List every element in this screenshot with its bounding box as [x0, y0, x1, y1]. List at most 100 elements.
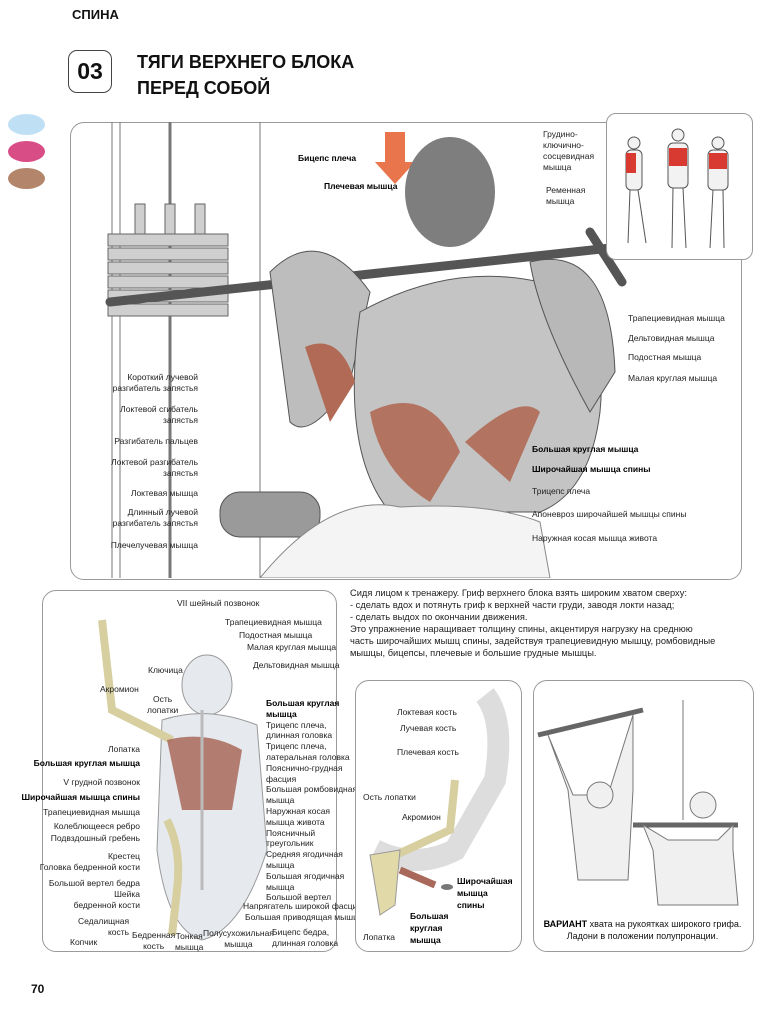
arm-label-scapula: Лопатка: [363, 932, 395, 942]
muscle-map-figures: [625, 128, 729, 249]
exercise-description: Сидя лицом к тренажеру. Гриф верхнего бл…: [350, 587, 715, 659]
variant-caption: ВАРИАНТ хвата на рукоятках широкого гриф…: [533, 918, 752, 942]
label-line: Колеблющееся ребро: [53, 820, 140, 831]
arm-label-ulna: Локтевая кость: [397, 707, 457, 717]
label-line: мышца: [175, 942, 204, 952]
label-aponeurosis: Апоневроз широчайшей мышцы спины: [532, 509, 687, 519]
label-line: мышца живота: [266, 816, 325, 827]
label-line: разгибатель запястья: [112, 518, 198, 528]
variant-label: ВАРИАНТ: [543, 919, 588, 929]
label-line: Разгибатель пальцев: [114, 436, 198, 446]
color-dot-brown: [8, 168, 45, 189]
arm-label-humerus: Плечевая кость: [397, 747, 459, 757]
label-line: мышца: [457, 888, 488, 898]
sk-label-teres-minor: Малая круглая мышца: [247, 642, 337, 652]
variant-illustration: [537, 700, 739, 906]
label-line: Грудино-: [543, 129, 578, 139]
label-splenius: Ременная мышца: [546, 185, 585, 207]
label-line: Широчайшая: [457, 876, 513, 886]
arm-label-radius: Лучевая кость: [400, 723, 457, 733]
label-line: Трапециевидная мышца: [43, 807, 140, 818]
label-line: V грудной позвонок: [63, 776, 140, 787]
sk-label-adductor: Большая приводящая мышца: [245, 912, 363, 922]
variant-caption-line2: Ладони в положении полупронации.: [566, 931, 719, 941]
label-line: Большая ягодичная: [266, 870, 345, 881]
label-line: запястья: [162, 415, 198, 425]
label-line: мышца: [266, 795, 295, 806]
label-line: кость: [143, 941, 165, 951]
label-line: Большая: [410, 911, 449, 921]
label-line: Локтевой сгибатель: [120, 404, 198, 414]
arrow-down-icon: [375, 132, 415, 184]
description-line: мышцы, бицепсы, плечевые и большие грудн…: [350, 648, 597, 658]
label-line: Поясничный: [266, 827, 316, 838]
sk-label-trapezius: Трапециевидная мышца: [225, 617, 322, 627]
label-deltoid: Дельтовидная мышца: [628, 333, 715, 343]
label-line: лопатки: [147, 705, 179, 715]
arm-label-latissimus: Широчайшая мышца спины: [457, 875, 513, 911]
label-anconeus: Локтевая мышца: [131, 488, 198, 499]
label-line: мышца: [543, 162, 572, 172]
label-line: Ость: [153, 694, 173, 704]
sk-label-c7: VII шейный позвонок: [177, 598, 260, 608]
label-line: Головка бедренной кости: [39, 862, 140, 873]
label-line: Локтевой разгибатель: [111, 457, 198, 467]
title-line-2: ПЕРЕД СОБОЙ: [137, 78, 271, 98]
label-latissimus: Широчайшая мышца спины: [532, 464, 651, 474]
sk-label-biceps-femoris: Бицепс бедра,длинная головка: [272, 927, 338, 949]
sk-label-coccyx: Копчик: [70, 937, 98, 947]
label-line: ключично-: [543, 140, 584, 150]
label-line: Ременная: [546, 185, 586, 195]
label-line: разгибатель запястья: [112, 383, 198, 393]
label-line: спины: [457, 900, 485, 910]
label-triceps: Трицепс плеча: [532, 486, 591, 496]
page-number: 70: [31, 982, 45, 996]
label-line: Полусухожильная: [203, 928, 274, 938]
section-title: СПИНА: [72, 7, 119, 22]
label-line: Крестец: [107, 850, 140, 861]
label-line: круглая: [410, 923, 443, 933]
sk-labels-left: Лопатка Большая круглая мышца V грудной …: [22, 744, 141, 911]
label-teres-minor: Малая круглая мышца: [628, 373, 718, 383]
description-line: - сделать выдох по окончании движения.: [350, 612, 528, 622]
label-line: Короткий лучевой: [127, 372, 198, 382]
label-teres-major: Большая круглая мышца: [532, 444, 639, 454]
main-illustration: [105, 122, 627, 578]
label-sternocleidomastoid: Грудино- ключично- сосцевидная мышца: [543, 129, 594, 173]
arm-bones-illustration: [369, 688, 510, 916]
page-title: ТЯГИ ВЕРХНЕГО БЛОКА ПЕРЕД СОБОЙ: [137, 49, 354, 101]
label-line: Плечелучевая мышца: [110, 540, 198, 550]
label-line: Трицепс плеча,: [266, 741, 327, 752]
label-line: Большая круглая мышца: [33, 757, 140, 768]
title-line-1: ТЯГИ ВЕРХНЕГО БЛОКА: [137, 52, 355, 72]
sk-label-deltoid: Дельтовидная мышца: [253, 660, 340, 670]
label-infraspinatus: Подостная мышца: [628, 352, 702, 362]
label-external-oblique: Наружная косая мышца живота: [532, 533, 658, 543]
arm-label-spine-scapula: Ость лопатки: [363, 792, 416, 802]
label-brachioradialis: Плечелучевая мышца: [111, 540, 198, 551]
label-line: латеральная головка: [266, 751, 350, 762]
label-line: Пояснично-грудная: [266, 762, 343, 773]
label-line: Трицепс плеча,: [266, 719, 327, 730]
label-line: Средняя ягодичная: [266, 849, 343, 860]
exercise-number-badge: 03: [68, 50, 112, 93]
label-line: мышца: [266, 708, 297, 719]
label-line: запястья: [162, 468, 198, 478]
label-line: Седалищная: [78, 916, 130, 926]
label-brachialis: Плечевая мышца: [324, 181, 398, 191]
arm-label-acromion: Акромион: [402, 812, 441, 822]
label-line: сосцевидная: [543, 151, 595, 161]
sk-label-acromion: Акромион: [100, 684, 139, 694]
label-line: Локтевая мышца: [130, 488, 198, 498]
skeleton-illustration: [98, 619, 268, 941]
label-line: длинная головка: [266, 730, 333, 741]
sk-labels-right: Большая круглая мышца Трицепс плеча, дли…: [266, 698, 357, 903]
label-line: Большая ромбовидная: [266, 784, 358, 795]
label-line: Бицепс бедра,: [272, 927, 330, 937]
label-line: Большая круглая: [266, 698, 340, 708]
